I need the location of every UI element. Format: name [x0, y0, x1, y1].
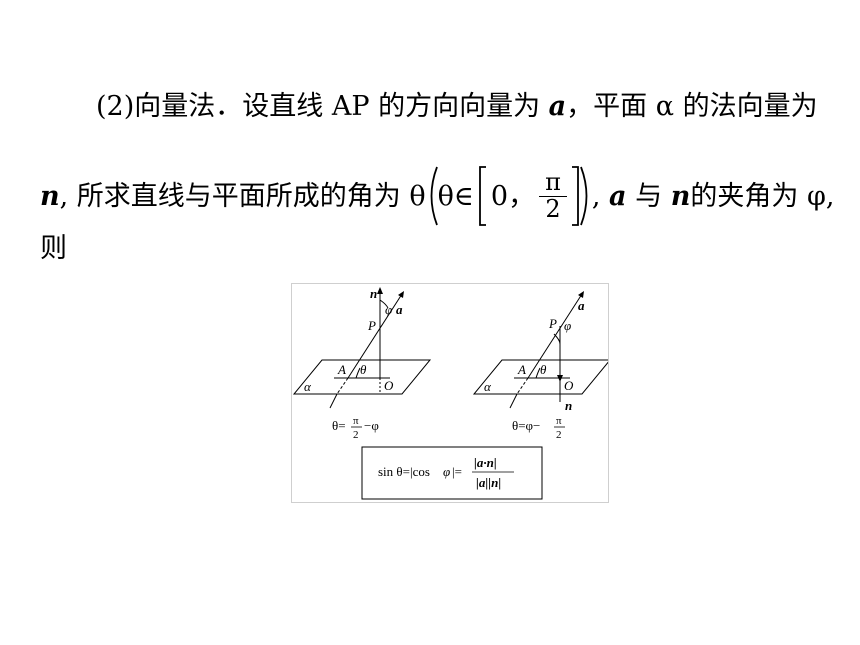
text-then: 则: [40, 233, 67, 264]
right-line-dashed: [516, 377, 529, 395]
text-plane-normal: ，平面 α 的法向量为: [566, 91, 818, 122]
left-plane: [292, 359, 432, 395]
right-arrows: [557, 291, 584, 382]
vector-a: a: [548, 91, 567, 122]
text-vector-method: (2)向量法．设直线 AP 的方向向量为: [96, 91, 549, 122]
text-angle-desc: , 所求直线与平面所成的角为 θ: [59, 180, 426, 212]
left-line-dashed: [336, 377, 349, 395]
formula-box-num: |a·n|: [474, 455, 497, 470]
formula-box-content: sin θ=|cos φ |= |a·n| |a||n|: [378, 455, 514, 490]
left-formula-rhs: −φ: [364, 418, 379, 433]
formula-box: [361, 446, 543, 500]
right-formula-den: 2: [556, 429, 562, 441]
right-label-phi: φ: [564, 318, 571, 333]
left-arrows: [377, 287, 404, 298]
formula-box-eq: |=: [452, 464, 462, 479]
vector-a-2: a: [609, 180, 627, 212]
left-label-phi: φ: [385, 302, 392, 317]
right-formula-num: π: [556, 415, 562, 427]
paragraph-line-3: 则: [40, 235, 67, 262]
paragraph-line-1: (2)向量法．设直线 AP 的方向向量为 a，平面 α 的法向量为: [96, 93, 818, 120]
left-theta-arc: [355, 367, 361, 379]
left-label-a-point: A: [337, 362, 346, 377]
left-label-n: n: [370, 286, 377, 301]
left-formula: θ= π 2 −φ: [332, 415, 379, 441]
right-normal-arrow-icon: [557, 375, 563, 382]
left-bracket-icon: [478, 166, 487, 226]
left-normal-arrow-icon: [377, 287, 383, 294]
geometry-diagram: n φ a P A θ O α θ= π 2 −φ: [291, 283, 612, 503]
right-figure: [472, 293, 612, 409]
left-line-ap: [347, 293, 403, 379]
right-theta-arc: [535, 367, 541, 379]
right-label-o: O: [564, 378, 574, 393]
right-bracket-icon: [571, 166, 580, 226]
text-theta-in: θ∈: [437, 180, 474, 212]
right-formula-lhs: θ=φ−: [512, 418, 540, 433]
vector-n: n: [40, 180, 60, 212]
text-comma: ,: [591, 180, 610, 212]
paragraph-line-2: n , 所求直线与平面所成的角为 θ θ∈ 0， π 2 , a 与 n 的夹角…: [40, 166, 834, 226]
fraction-denominator: 2: [545, 194, 561, 223]
right-vector-arrow-icon: [578, 291, 584, 298]
left-formula-num: π: [353, 415, 359, 427]
fraction-numerator: π: [539, 170, 567, 197]
formula-box-den: |a||n|: [476, 475, 501, 490]
left-label-o: O: [384, 378, 394, 393]
right-label-a-point: A: [517, 362, 526, 377]
right-label-theta: θ: [540, 362, 547, 377]
left-paren-icon: [426, 166, 438, 226]
right-label-a: a: [578, 298, 585, 313]
right-label-p: P: [548, 316, 557, 331]
formula-box-phi: φ: [443, 464, 450, 479]
right-line-ap: [527, 293, 583, 379]
right-phi-arc: [553, 333, 561, 345]
right-line-below: [509, 393, 518, 409]
left-line-below: [329, 393, 338, 409]
right-label-alpha: α: [484, 379, 492, 394]
left-formula-lhs: θ=: [332, 418, 346, 433]
left-label-alpha: α: [304, 379, 312, 394]
right-paren-icon: [580, 166, 592, 226]
text-zero: 0，: [490, 180, 536, 212]
right-formula: θ=φ− π 2: [512, 415, 565, 441]
diagram-svg: n φ a P A θ O α θ= π 2 −φ: [292, 286, 612, 500]
left-label-theta: θ: [360, 362, 367, 377]
formula-box-lhs: sin θ=|cos: [378, 464, 430, 479]
text-and: 与: [626, 180, 671, 212]
left-labels: n φ a P A θ O α: [304, 286, 403, 394]
left-label-a: a: [396, 302, 403, 317]
left-figure: [292, 290, 432, 409]
left-formula-den: 2: [353, 429, 359, 441]
right-labels: a P φ A θ O α n: [484, 298, 585, 413]
vector-n-2: n: [670, 180, 691, 212]
left-phi-arc: [379, 299, 389, 309]
text-angle-phi: 的夹角为 φ,: [690, 180, 835, 212]
right-label-n: n: [565, 398, 572, 413]
right-plane: [472, 359, 612, 395]
fraction-pi-over-2: π 2: [539, 170, 567, 221]
left-vector-arrow-icon: [398, 291, 404, 298]
left-label-p: P: [367, 318, 376, 333]
